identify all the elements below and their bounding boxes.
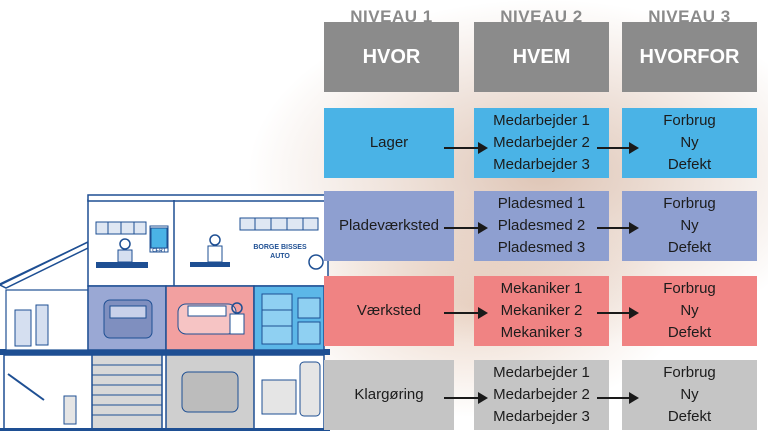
people-cell-lager: Medarbejder 1 Medarbejder 2 Medarbejder … <box>474 108 609 178</box>
reason-label: Ny <box>680 134 699 151</box>
cert-badge-text: CERT <box>152 248 166 254</box>
level-label-3-text: NIVEAU 3 <box>648 7 731 24</box>
level-label-2: NIVEAU 2 <box>474 6 609 24</box>
level-label-1-text: NIVEAU 1 <box>350 7 433 24</box>
place-cell-lager: Lager <box>324 108 454 178</box>
place-cell-pladevaerksted: Pladeværksted <box>324 191 454 261</box>
garage-illustration <box>0 194 330 431</box>
reason-label: Forbrug <box>663 280 716 297</box>
place-label: Værksted <box>356 302 422 319</box>
header-hvorfor-text: HVORFOR <box>639 45 740 68</box>
place-label: Pladeværksted <box>338 217 440 234</box>
people-cell-pladevaerksted: Pladesmed 1 Pladesmed 2 Pladesmed 3 <box>474 191 609 261</box>
header-hvor-text: HVOR <box>362 45 421 68</box>
reason-cell-klargoring: Forbrug Ny Defekt <box>622 360 757 430</box>
level-label-3: NIVEAU 3 <box>622 6 757 24</box>
arrow-right-icon <box>597 142 639 154</box>
header-hvem-text: HVEM <box>512 45 571 68</box>
arrow-right-icon <box>444 222 488 234</box>
arrow-right-icon <box>597 392 639 404</box>
place-label: Klargøring <box>354 386 424 403</box>
reason-label: Ny <box>680 217 699 234</box>
person-label: Medarbejder 2 <box>493 134 590 151</box>
person-label: Mekaniker 2 <box>500 302 583 319</box>
reason-label: Forbrug <box>663 364 716 381</box>
person-label: Medarbejder 1 <box>493 364 590 381</box>
arrow-right-icon <box>444 142 488 154</box>
reason-cell-pladevaerksted: Forbrug Ny Defekt <box>622 191 757 261</box>
person-label: Pladesmed 1 <box>497 195 586 212</box>
reason-cell-vaerksted: Forbrug Ny Defekt <box>622 276 757 346</box>
person-label: Medarbejder 3 <box>493 408 590 425</box>
header-hvor: HVOR <box>324 22 459 92</box>
header-hvorfor: HVORFOR <box>622 22 757 92</box>
arrow-right-icon <box>597 222 639 234</box>
reason-label: Defekt <box>667 156 712 173</box>
reason-label: Defekt <box>667 324 712 341</box>
header-hvem: HVEM <box>474 22 609 92</box>
arrow-right-icon <box>444 392 488 404</box>
reason-label: Forbrug <box>663 195 716 212</box>
person-label: Pladesmed 2 <box>497 217 586 234</box>
place-cell-klargoring: Klargøring <box>324 360 454 430</box>
reason-label: Ny <box>680 386 699 403</box>
place-label: Lager <box>369 134 409 151</box>
company-sign: BORGE BISSES AUTO <box>244 243 316 261</box>
level-label-1: NIVEAU 1 <box>324 6 459 24</box>
cert-badge: CERT <box>149 248 169 254</box>
person-label: Mekaniker 3 <box>500 324 583 341</box>
arrow-right-icon <box>597 307 639 319</box>
people-cell-vaerksted: Mekaniker 1 Mekaniker 2 Mekaniker 3 <box>474 276 609 346</box>
reason-cell-lager: Forbrug Ny Defekt <box>622 108 757 178</box>
reason-label: Forbrug <box>663 112 716 129</box>
person-label: Medarbejder 1 <box>493 112 590 129</box>
person-label: Mekaniker 1 <box>500 280 583 297</box>
reason-label: Defekt <box>667 408 712 425</box>
person-label: Pladesmed 3 <box>497 239 586 256</box>
company-sign-text: BORGE BISSES AUTO <box>253 244 307 260</box>
people-cell-klargoring: Medarbejder 1 Medarbejder 2 Medarbejder … <box>474 360 609 430</box>
arrow-right-icon <box>444 307 488 319</box>
place-cell-vaerksted: Værksted <box>324 276 454 346</box>
person-label: Medarbejder 3 <box>493 156 590 173</box>
level-label-2-text: NIVEAU 2 <box>500 7 583 24</box>
reason-label: Defekt <box>667 239 712 256</box>
reason-label: Ny <box>680 302 699 319</box>
person-label: Medarbejder 2 <box>493 386 590 403</box>
